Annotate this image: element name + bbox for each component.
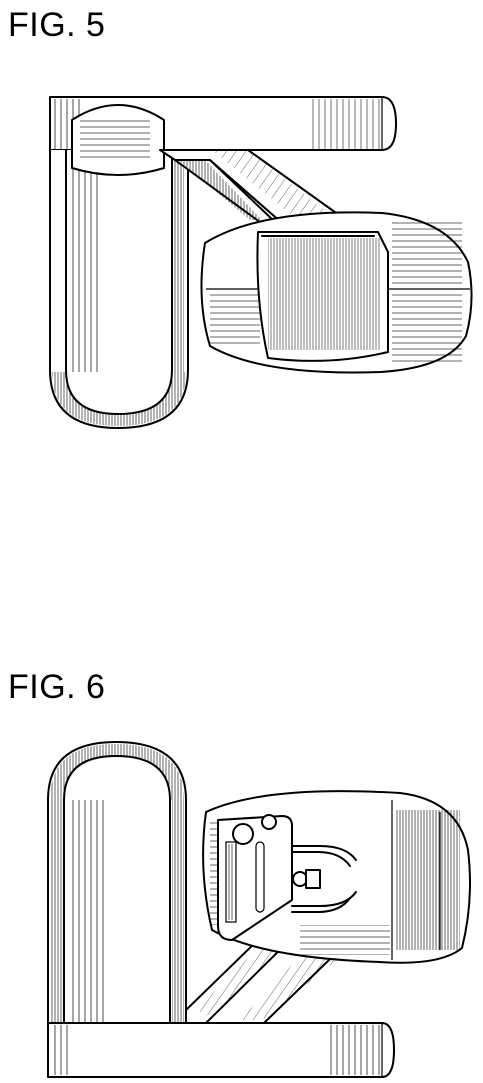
figure-6-drawing bbox=[48, 742, 470, 1077]
figure-6-label: FIG. 6 bbox=[8, 668, 105, 707]
figure-5-drawing bbox=[50, 97, 472, 428]
